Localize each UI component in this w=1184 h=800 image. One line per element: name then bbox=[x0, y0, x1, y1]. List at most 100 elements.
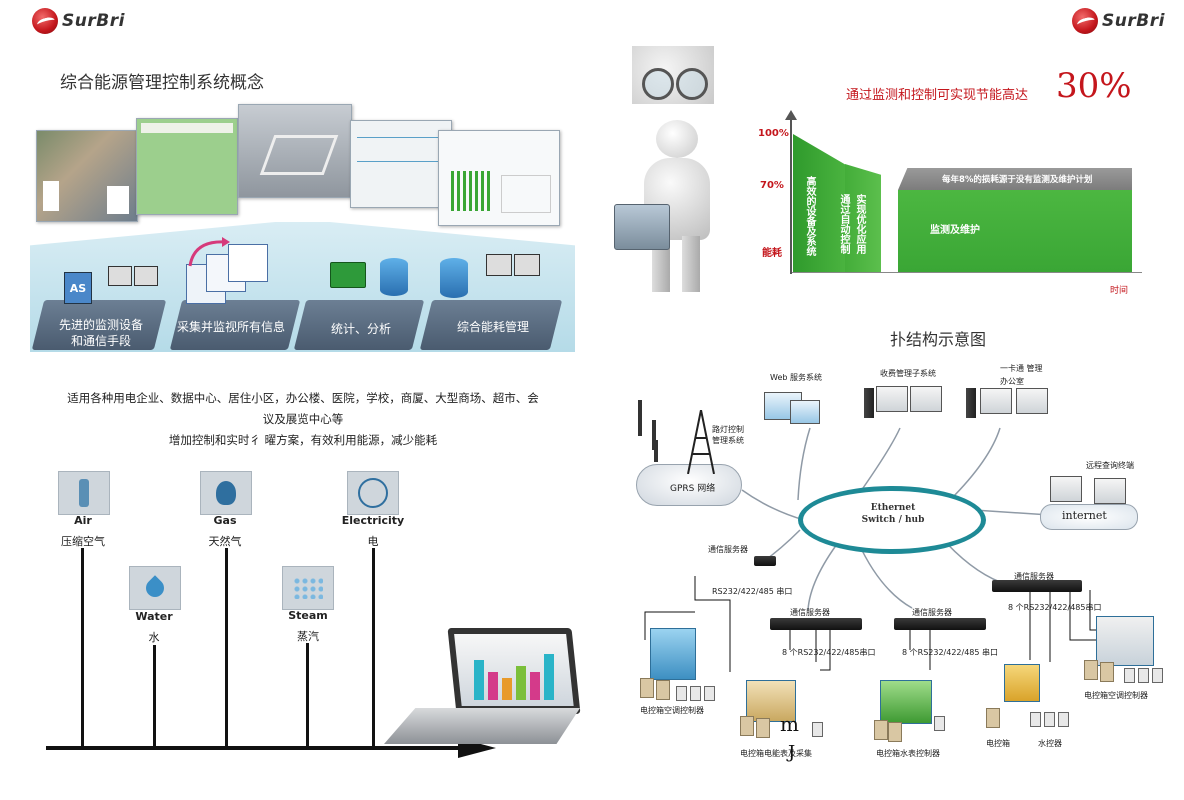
antenna-icon bbox=[638, 400, 642, 436]
util-air-cn: 压缩空气 bbox=[61, 535, 105, 548]
card-tower-icon bbox=[966, 388, 976, 418]
hub-label: Ethernet Switch / hub bbox=[861, 503, 925, 525]
remote-pc-icon bbox=[1050, 476, 1082, 502]
topology-title: 扑结构示意图 bbox=[890, 330, 987, 349]
chart-text-auto-a: 通过自动控制 bbox=[838, 194, 849, 254]
cabinet-icon bbox=[740, 716, 754, 736]
meter-icon bbox=[704, 686, 715, 701]
bottle-icon bbox=[58, 471, 110, 515]
antenna-icon bbox=[654, 440, 658, 462]
util-electricity-line bbox=[372, 548, 375, 748]
util-water-en: Water bbox=[135, 610, 173, 623]
chart-text-maintain: 监测及维护 bbox=[930, 225, 980, 236]
port-3-label: 8 个RS232/422/485串口 bbox=[1008, 603, 1102, 612]
util-water-cn: 水 bbox=[148, 631, 160, 644]
cabinet-icon bbox=[874, 720, 888, 740]
chart-text-loss: 每年8%的损耗源于没有监测及维护计划 bbox=[942, 175, 1093, 185]
bottom-label-6: 电控箱空调控制器 bbox=[1084, 691, 1148, 700]
screenshot-diagram bbox=[350, 120, 452, 208]
pad-1-label: 先进的监测设备 和通信手段 bbox=[58, 318, 143, 348]
monitor-icon bbox=[134, 266, 158, 286]
window-stack-icon bbox=[228, 244, 268, 282]
building-icon bbox=[880, 680, 932, 724]
chart-x-label: 时间 bbox=[1110, 286, 1129, 296]
chart-text-efficient: 高效的设备及系统 bbox=[804, 176, 815, 256]
screenshot-3d-building bbox=[238, 104, 352, 198]
meter-icon bbox=[690, 686, 701, 701]
electricity-icon bbox=[347, 471, 399, 515]
brand-mark-icon bbox=[32, 8, 58, 34]
cabinet-icon bbox=[756, 718, 770, 738]
streetlight-label: 路灯控制 管理系统 bbox=[712, 425, 744, 445]
chart-text-auto-b: 实现优化应用 bbox=[854, 194, 865, 254]
gprs-label: GPRS 网络 bbox=[670, 484, 716, 494]
bottom-label-3: 电控箱水表控制器 bbox=[876, 749, 940, 758]
util-electricity-cn: 电 bbox=[367, 535, 379, 548]
meter-icon bbox=[1044, 712, 1055, 727]
laptop-bar-chart bbox=[466, 648, 566, 702]
meter-icon bbox=[1030, 712, 1041, 727]
ethernet-switch-hub bbox=[798, 486, 986, 554]
comm-server-3-icon bbox=[992, 580, 1082, 592]
chart-x-axis bbox=[792, 272, 1142, 273]
card-management-label: 一卡通 管理 办公室 bbox=[1000, 364, 1043, 386]
meter-icon bbox=[1152, 668, 1163, 683]
internet-label: internet bbox=[1062, 509, 1107, 522]
meter-icon bbox=[1058, 712, 1069, 727]
monitor-icon bbox=[108, 266, 132, 286]
database-icon bbox=[380, 258, 408, 296]
meter-icon bbox=[812, 722, 823, 737]
meter-icon bbox=[1124, 668, 1135, 683]
util-water-line bbox=[153, 645, 156, 748]
rs-port-left-label: RS232/422/485 串口 bbox=[712, 587, 793, 596]
util-steam-line bbox=[306, 643, 309, 748]
meter-icon bbox=[676, 686, 687, 701]
pad-4-label: 综合能耗管理 bbox=[456, 320, 529, 334]
comm-server-3-label: 通信服务器 bbox=[1014, 572, 1054, 581]
brand-logo-left: SurBri bbox=[32, 8, 125, 34]
pad-2-label: 采集并监视所有信息 bbox=[176, 320, 285, 334]
antenna-icon bbox=[652, 420, 656, 450]
comm-server-1-icon bbox=[770, 618, 862, 630]
util-gas-cn: 天然气 bbox=[208, 535, 242, 548]
figure-leg bbox=[682, 236, 700, 292]
stray-text-m: m bbox=[780, 712, 799, 736]
pad-3-label: 统计、分析 bbox=[330, 322, 391, 336]
saving-value: 30% bbox=[1056, 66, 1132, 106]
comm-server-small-label: 通信服务器 bbox=[708, 545, 748, 554]
figure-head bbox=[656, 120, 698, 158]
bottom-label-5: 水控器 bbox=[1038, 739, 1062, 748]
card-pc-icon bbox=[1016, 388, 1048, 414]
applicability-text: 适用各种用电企业、数据中心、居住小区，办公楼、医院，学校，商厦、大型商场、超市、… bbox=[67, 391, 539, 447]
building-icon bbox=[1004, 664, 1040, 702]
screenshot-site-plan bbox=[136, 118, 238, 215]
chart-y-label-energy: 能耗 bbox=[762, 248, 782, 259]
monitor-icon bbox=[514, 254, 540, 276]
chart-block-auto bbox=[845, 164, 881, 272]
cabinet-icon bbox=[1084, 660, 1098, 680]
stray-text-j: J bbox=[788, 742, 796, 763]
as-icon: AS bbox=[64, 272, 92, 304]
bottom-label-2: 电控箱电能表及采集 bbox=[740, 749, 812, 758]
comm-server-1-label: 通信服务器 bbox=[790, 608, 830, 617]
meter-icon bbox=[1138, 668, 1149, 683]
time-arrow-line bbox=[46, 746, 466, 750]
util-air-en: Air bbox=[74, 514, 92, 527]
port-2-label: 8 个RS232/422/485 串口 bbox=[902, 648, 999, 657]
water-drop-icon bbox=[129, 566, 181, 610]
radio-tower-icon bbox=[687, 410, 715, 474]
util-gas-line bbox=[225, 548, 228, 748]
figure-leg bbox=[652, 236, 670, 292]
briefcase-icon bbox=[614, 204, 670, 250]
building-icon bbox=[1096, 616, 1154, 666]
brand-mark-icon bbox=[1072, 8, 1098, 34]
brand-logo-right: SurBri bbox=[1072, 8, 1165, 34]
remote-query-label: 远程查询终端 bbox=[1086, 461, 1134, 470]
util-electricity-en: Electricity bbox=[341, 514, 405, 527]
remote-pc-icon bbox=[1094, 478, 1126, 504]
util-gas-en: Gas bbox=[213, 514, 237, 527]
cabinet-icon bbox=[1100, 662, 1114, 682]
brand-name: SurBri bbox=[62, 11, 125, 31]
billing-pc-icon bbox=[910, 386, 942, 412]
util-air-line bbox=[81, 548, 84, 748]
